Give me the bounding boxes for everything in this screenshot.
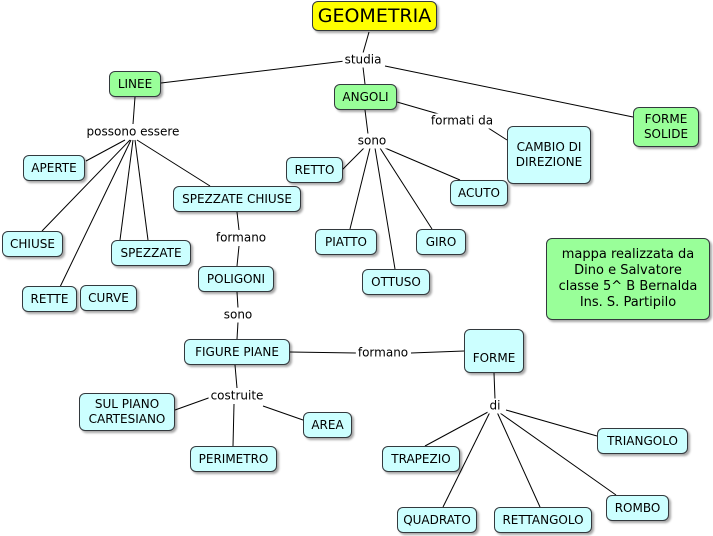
link-label-sono-angoli: sono <box>355 133 389 149</box>
connector-line <box>341 145 367 171</box>
link-label-costruite: costruite <box>208 388 266 404</box>
link-label-formano-poligoni: formano <box>213 230 269 246</box>
connector-line <box>136 139 211 187</box>
connector-line <box>424 411 489 447</box>
connector-line <box>236 321 239 340</box>
node-curve[interactable]: CURVE <box>80 285 137 311</box>
node-giro[interactable]: GIRO <box>416 229 466 255</box>
node-perimetro[interactable]: PERIMETRO <box>190 446 277 472</box>
connector-line <box>499 412 617 496</box>
node-chiuse[interactable]: CHIUSE <box>2 231 63 257</box>
connector-line <box>236 245 240 267</box>
node-forme[interactable]: FORME <box>464 329 524 373</box>
connector-line <box>364 109 369 135</box>
connector-line <box>410 350 465 354</box>
node-aperte[interactable]: APERTE <box>23 155 85 181</box>
connector-line <box>174 395 215 411</box>
connector-line <box>234 364 238 389</box>
connector-line <box>236 291 239 309</box>
connector-line <box>119 139 134 241</box>
node-retto[interactable]: RETTO <box>286 157 343 183</box>
connector-line <box>85 139 126 162</box>
connector-line <box>396 101 443 116</box>
node-figure-piane[interactable]: FIGURE PIANE <box>184 339 290 365</box>
node-spezzate[interactable]: SPEZZATE <box>111 240 191 266</box>
link-label-di: di <box>487 398 503 414</box>
connector-line <box>289 351 357 354</box>
connector-line <box>384 147 461 181</box>
connector-line <box>362 31 370 54</box>
link-label-possono-essere: possono essere <box>84 124 182 140</box>
node-ottuso[interactable]: OTTUSO <box>362 269 430 295</box>
node-piatto[interactable]: PIATTO <box>315 229 377 255</box>
connector-line <box>505 409 598 437</box>
connector-line <box>349 147 371 230</box>
connector-line <box>236 211 240 231</box>
node-trapezio[interactable]: TRAPEZIO <box>382 446 460 472</box>
connector-line <box>134 139 149 241</box>
title-node-geometria[interactable]: GEOMETRIA <box>312 1 437 31</box>
author-note: mappa realizzata da Dino e Salvatore cla… <box>546 238 710 320</box>
connector-line <box>262 405 304 421</box>
node-acuto[interactable]: ACUTO <box>450 180 508 206</box>
link-label-formati-da: formati da <box>428 113 496 129</box>
node-cambio-di-direzione[interactable]: CAMBIO DI DIREZIONE <box>507 126 591 184</box>
link-label-formano-forme: formano <box>355 345 411 361</box>
node-forme-solide[interactable]: FORME SOLIDE <box>633 107 699 147</box>
node-area[interactable]: AREA <box>303 412 352 438</box>
connector-line <box>59 139 132 288</box>
connector-line <box>496 411 541 508</box>
node-rettangolo[interactable]: RETTANGOLO <box>494 507 592 533</box>
node-rombo[interactable]: ROMBO <box>606 495 669 521</box>
node-angoli[interactable]: ANGOLI <box>334 84 397 110</box>
connector-line <box>160 60 346 84</box>
connector-line <box>374 147 396 270</box>
connector-line <box>442 411 491 508</box>
node-spezzate-chiuse[interactable]: SPEZZATE CHIUSE <box>173 186 301 212</box>
node-triangolo[interactable]: TRIANGOLO <box>597 428 688 454</box>
node-rette[interactable]: RETTE <box>22 286 77 312</box>
node-poligoni[interactable]: POLIGONI <box>198 266 274 292</box>
node-quadrato[interactable]: QUADRATO <box>397 507 477 533</box>
node-sul-piano-cartesiano[interactable]: SUL PIANO CARTESIANO <box>79 393 175 431</box>
connector-line <box>379 147 433 230</box>
connector-line <box>362 66 366 85</box>
link-label-sono-figure: sono <box>221 307 255 323</box>
connector-line <box>232 403 235 447</box>
connector-line <box>41 139 131 232</box>
connector-line <box>384 65 634 118</box>
node-linee[interactable]: LINEE <box>109 71 161 97</box>
connector-line <box>493 372 496 400</box>
link-label-studia: studia <box>342 52 384 68</box>
connector-line <box>132 96 136 125</box>
